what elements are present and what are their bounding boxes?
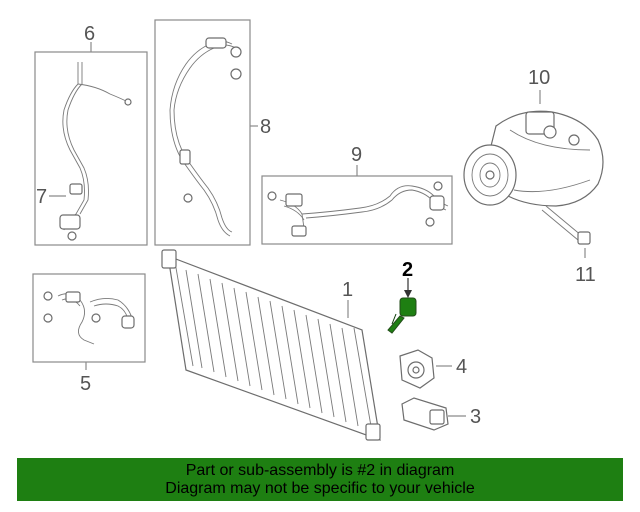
part-group-6	[34, 42, 148, 246]
parts-diagram: 6 7 8 9 5	[32, 19, 604, 441]
callout-3: 3	[470, 406, 481, 428]
callout-8: 8	[260, 116, 271, 138]
callout-5: 5	[80, 373, 91, 395]
highlighted-part-2	[387, 278, 417, 334]
part-3	[401, 397, 449, 431]
part-group-5	[32, 273, 146, 370]
callout-9: 9	[351, 144, 362, 166]
callout-6: 6	[84, 23, 95, 45]
callout-10: 10	[528, 67, 550, 89]
callout-4: 4	[456, 356, 467, 378]
callout-11: 11	[575, 264, 596, 286]
part-4	[399, 349, 435, 389]
callout-2: 2	[402, 259, 413, 281]
callout-1: 1	[342, 279, 353, 301]
condenser	[161, 249, 381, 441]
part-group-9	[261, 165, 453, 245]
compressor	[463, 110, 604, 207]
bolt	[541, 205, 591, 245]
banner-line-2: Diagram may not be specific to your vehi…	[165, 480, 475, 497]
banner-line-1: Part or sub-assembly is #2 in diagram	[185, 462, 455, 479]
callout-7: 7	[36, 186, 47, 208]
info-banner: Part or sub-assembly is #2 in diagram Di…	[17, 458, 623, 501]
part-group-8	[154, 19, 258, 246]
